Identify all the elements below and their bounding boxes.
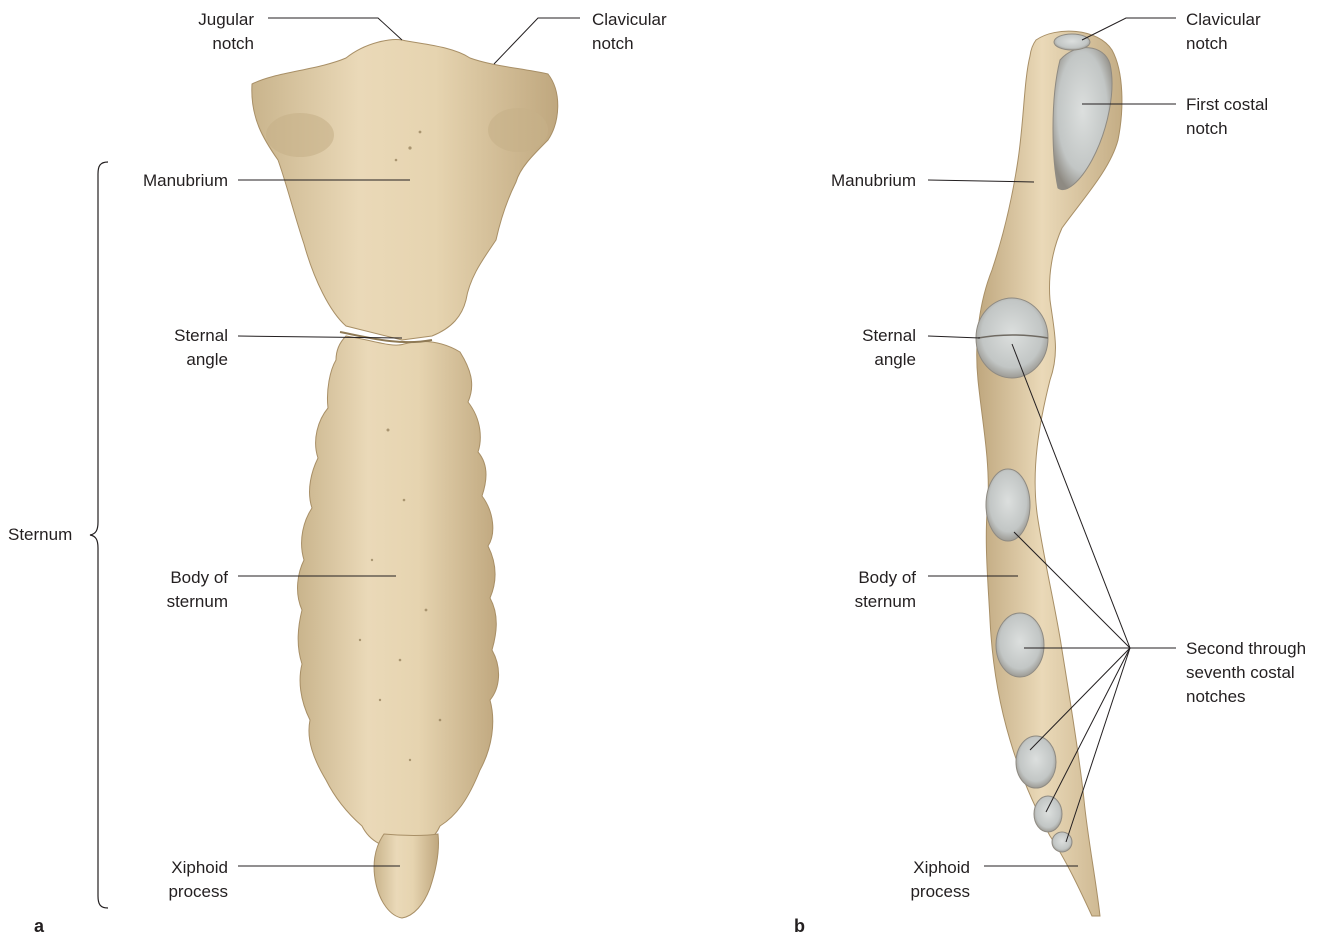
costal-notch-6: [1034, 796, 1062, 832]
label-costal-notches: Second through seventh costal notches: [1186, 637, 1328, 709]
manubrium-depression-left: [266, 113, 334, 157]
manubrium-shape: [252, 40, 558, 340]
label-jugular-notch: Jugular notch: [168, 8, 254, 56]
sternum-lateral-view: [976, 31, 1122, 916]
label-clavicular-notch-b: Clavicular notch: [1186, 8, 1316, 56]
costal-notch-4: [996, 613, 1044, 677]
label-manubrium-a: Manubrium: [100, 169, 228, 193]
manubrium-depression-right: [488, 108, 548, 152]
leader-jugular-notch: [268, 18, 402, 40]
label-sternum: Sternum: [8, 523, 92, 547]
label-xiphoid-process-a: Xiphoid process: [110, 856, 228, 904]
costal-notch-7: [1052, 832, 1072, 852]
xiphoid-shape: [374, 834, 438, 918]
label-sternal-angle-b: Sternal angle: [800, 324, 916, 372]
leader-sternal-angle-a: [238, 336, 402, 338]
leader-clavicular-notch-a: [494, 18, 580, 64]
leader-sternal-angle-b: [928, 336, 980, 338]
label-clavicular-notch-a: Clavicular notch: [592, 8, 712, 56]
sternal-body-shape: [298, 336, 499, 850]
label-first-costal-notch: First costal notch: [1186, 93, 1316, 141]
panel-letter-b: b: [794, 916, 805, 937]
label-body-of-sternum-a: Body of sternum: [110, 566, 228, 614]
label-sternal-angle-a: Sternal angle: [120, 324, 228, 372]
label-manubrium-b: Manubrium: [780, 169, 916, 193]
clavicular-notch-surface: [1054, 34, 1090, 50]
costal-notch-2: [976, 298, 1048, 378]
label-body-of-sternum-b: Body of sternum: [790, 566, 916, 614]
panel-letter-a: a: [34, 916, 44, 937]
costal-notch-3: [986, 469, 1030, 541]
sternum-anterior-view: [252, 40, 558, 918]
label-xiphoid-process-b: Xiphoid process: [850, 856, 970, 904]
sternum-brace: [90, 162, 108, 908]
